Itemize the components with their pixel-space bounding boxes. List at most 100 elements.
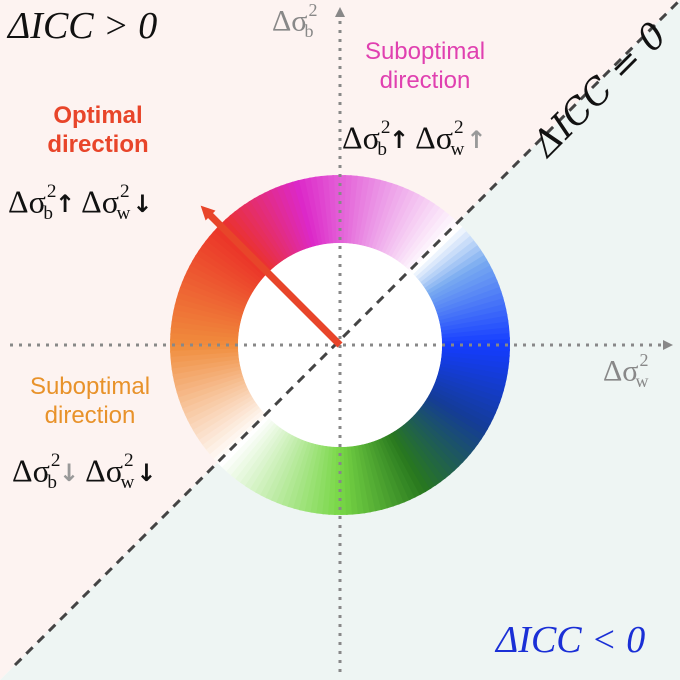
color-wheel-segment — [373, 184, 404, 251]
color-wheel-segment — [174, 298, 242, 322]
color-wheel-segment — [184, 386, 249, 422]
color-wheel-segment — [204, 235, 262, 284]
color-wheel-segment — [198, 245, 258, 289]
color-wheel-segment — [363, 179, 387, 247]
color-wheel-segment — [265, 436, 300, 502]
color-wheel-segment — [240, 427, 284, 487]
icc-negative-label: ΔICC < 0 — [496, 619, 646, 661]
color-wheel-segment — [243, 200, 286, 262]
suboptimal-bottom-line1: Suboptimal — [29, 373, 151, 400]
color-wheel-segment — [404, 213, 454, 270]
color-wheel-segment — [420, 404, 479, 450]
color-wheel-segment — [391, 430, 432, 493]
color-wheel-segment — [183, 270, 249, 305]
color-wheel-segment — [437, 372, 504, 398]
color-wheel-segment — [249, 431, 290, 494]
color-wheel-segment — [201, 240, 260, 286]
icc-zero-diagonal — [13, 0, 680, 667]
color-wheel-segment — [412, 225, 467, 277]
color-wheel-segment — [433, 382, 499, 415]
color-wheel-segment — [189, 260, 252, 299]
color-wheel-segment — [281, 440, 310, 508]
color-wheel-segment — [235, 425, 281, 484]
x-axis-label: Δσ2w — [603, 350, 649, 391]
optimal-direction-title: Optimal direction — [28, 102, 168, 160]
color-wheel-segment — [229, 211, 278, 268]
optimal-title-line1: Optimal — [53, 102, 143, 129]
color-wheel-segment — [195, 399, 257, 442]
color-wheel-segment — [424, 398, 486, 441]
suboptimal-top-equation: Δσ2b↑Δσ2w↑ — [342, 117, 487, 161]
color-wheel-segment — [212, 226, 267, 278]
color-wheel-segment — [255, 433, 294, 496]
color-wheel-segment — [383, 191, 420, 255]
color-wheel-segment — [260, 435, 297, 499]
color-wheel-segment — [440, 358, 509, 375]
color-wheel-segment — [179, 281, 246, 312]
color-wheel-segment — [208, 231, 265, 281]
color-wheel-segment — [417, 234, 474, 283]
color-wheel-segment — [182, 383, 248, 416]
color-wheel-segment — [387, 432, 427, 496]
color-wheel-segment — [397, 426, 442, 486]
color-wheel-segment — [178, 376, 245, 405]
color-wheel-segment — [304, 444, 324, 513]
suboptimal-top-line1: Suboptimal — [364, 38, 486, 65]
color-wheel-segment — [248, 197, 289, 260]
color-wheel-segment — [176, 292, 243, 318]
color-wheel-segment — [270, 438, 303, 504]
color-wheel-segment — [263, 189, 299, 254]
color-wheel-segment — [441, 354, 510, 369]
color-wheel-segment — [415, 409, 472, 459]
color-wheel-segment — [430, 388, 494, 425]
color-wheel-segment — [356, 177, 376, 246]
color-wheel-segment — [418, 406, 476, 455]
color-wheel-segment — [431, 385, 497, 420]
color-wheel-segment — [192, 396, 255, 437]
color-wheel-segment — [170, 321, 239, 336]
color-wheel-segment — [194, 249, 256, 292]
color-wheel-segment — [421, 243, 481, 288]
color-wheel-segment — [434, 279, 500, 311]
color-wheel-segment — [393, 199, 436, 261]
color-wheel-segment — [386, 194, 425, 257]
color-wheel-segment — [274, 185, 306, 251]
color-wheel-segment — [394, 428, 437, 490]
color-wheel-segment — [230, 423, 279, 481]
color-wheel-segment — [173, 303, 242, 325]
color-wheel-segment — [170, 327, 239, 339]
color-wheel-segment — [353, 176, 370, 245]
color-wheel-segment — [378, 437, 411, 503]
color-wheel-segment — [226, 420, 276, 477]
color-wheel-segment — [380, 188, 415, 254]
color-wheel-segment — [374, 439, 406, 505]
color-wheel-segment — [422, 401, 482, 445]
color-wheel-segment — [434, 378, 501, 409]
optimal-direction-equation: Δσ2b↑Δσ2w↓ — [8, 181, 153, 225]
color-wheel-segment — [405, 420, 456, 476]
color-wheel-segment — [346, 175, 358, 244]
color-wheel-segment — [233, 207, 281, 266]
color-wheel-segment — [220, 218, 272, 273]
suboptimal-bottom-equation: Δσ2b↓Δσ2w↓ — [12, 450, 157, 494]
color-wheel-segment — [438, 368, 506, 392]
color-wheel-segment — [253, 194, 293, 258]
color-wheel-segment — [432, 274, 498, 307]
color-wheel-segment — [413, 412, 468, 464]
color-wheel-segment — [269, 187, 302, 253]
color-wheel-segment — [280, 183, 309, 250]
suboptimal-top-title: Suboptimal direction — [345, 38, 505, 96]
color-wheel-segment — [431, 268, 496, 304]
color-wheel-segment — [435, 375, 503, 404]
color-wheel-segment — [180, 379, 246, 411]
color-wheel-segment — [322, 446, 334, 515]
color-wheel-segment — [258, 192, 296, 256]
color-wheel-segment — [410, 221, 463, 275]
color-wheel-segment — [310, 445, 327, 514]
color-wheel-segment — [238, 204, 283, 264]
color-wheel-segment — [171, 315, 240, 332]
color-wheel-segment — [316, 446, 331, 515]
color-wheel-segment — [360, 178, 382, 247]
